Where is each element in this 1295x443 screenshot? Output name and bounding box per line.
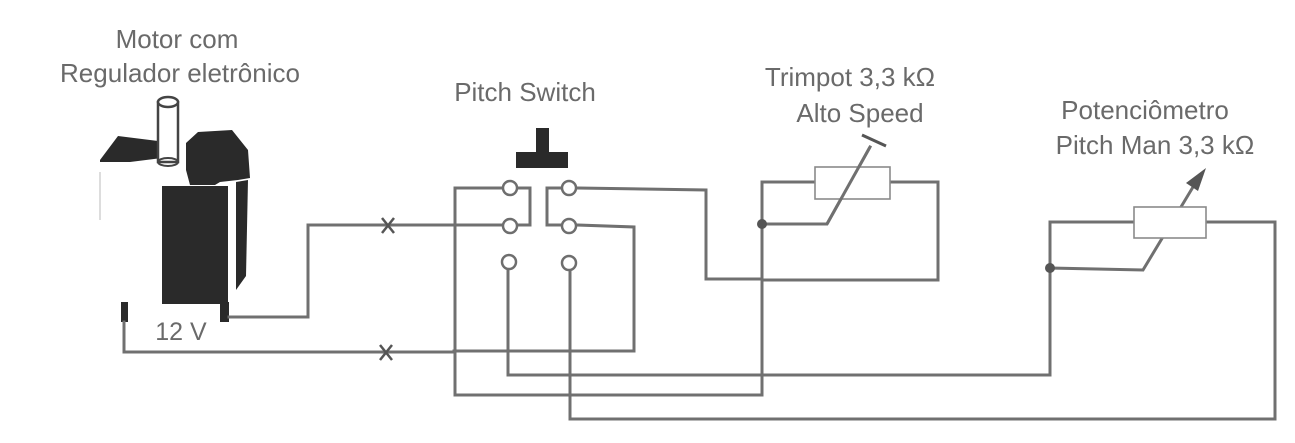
voltage-label: 12 V [155, 318, 207, 346]
wire-motor-positive [227, 223, 511, 319]
trimpot [757, 133, 891, 229]
motor-label-line2: Regulador eletrônico [60, 58, 300, 88]
trimpot-adjuster [825, 146, 872, 225]
potentiometer-label-line2: Pitch Man 3,3 kΩ [1055, 130, 1255, 160]
switch-terminal-5 [500, 253, 518, 271]
switch-terminal-6 [560, 254, 578, 272]
wiring [122, 144, 1277, 421]
switch-terminal-3 [501, 217, 519, 235]
wire-potentiometer-left [1048, 220, 1136, 270]
potentiometer-junction [1045, 263, 1055, 273]
wire-to-trimpot [576, 186, 764, 281]
switch-terminal-1 [501, 179, 519, 197]
trimpot-body [814, 166, 891, 200]
wire-switch-left-frame [453, 186, 764, 397]
motor-label-line1: Motor com [115, 24, 239, 54]
trimpot-tee-icon [861, 133, 887, 148]
motor [99, 95, 250, 322]
switch-terminal-4 [560, 217, 578, 235]
motor-terminal-positive [220, 302, 229, 322]
switch-terminal-2 [560, 179, 578, 197]
wire-to-potentiometer-end [568, 220, 1277, 421]
motor-terminal-negative [121, 302, 128, 322]
wire-switch-mid-right [452, 223, 636, 353]
wire-to-potentiometer-wiper [506, 266, 1052, 377]
break-mark-bottom [379, 344, 393, 361]
switch-lever-base [516, 152, 568, 168]
pitch-switch [500, 128, 578, 272]
switch-lever-stem [536, 128, 549, 154]
wire-switch-left-bridge [516, 186, 532, 227]
motor-top-housing [186, 130, 250, 185]
motor-side-lead [236, 180, 248, 290]
motor-shaft [156, 95, 180, 167]
wire-trimpot-left [760, 180, 817, 397]
wire-switch-right-bridge [545, 186, 563, 227]
wire-motor-negative [122, 320, 456, 354]
break-mark-top [381, 217, 395, 234]
potentiometer [1045, 168, 1207, 273]
trimpot-label-line2: Alto Speed [796, 98, 924, 128]
trimpot-junction [757, 219, 767, 229]
potentiometer-body [1133, 206, 1207, 239]
potentiometer-label-line1: Potenciômetro [1061, 95, 1229, 125]
potentiometer-arrow-icon [1186, 168, 1206, 191]
motor-body [162, 186, 228, 304]
motor-left-flange [100, 136, 162, 162]
trimpot-label-line1: Trimpot 3,3 kΩ [764, 62, 936, 92]
wire-trimpot-right [760, 180, 940, 282]
pitch-switch-label: Pitch Switch [454, 77, 596, 107]
